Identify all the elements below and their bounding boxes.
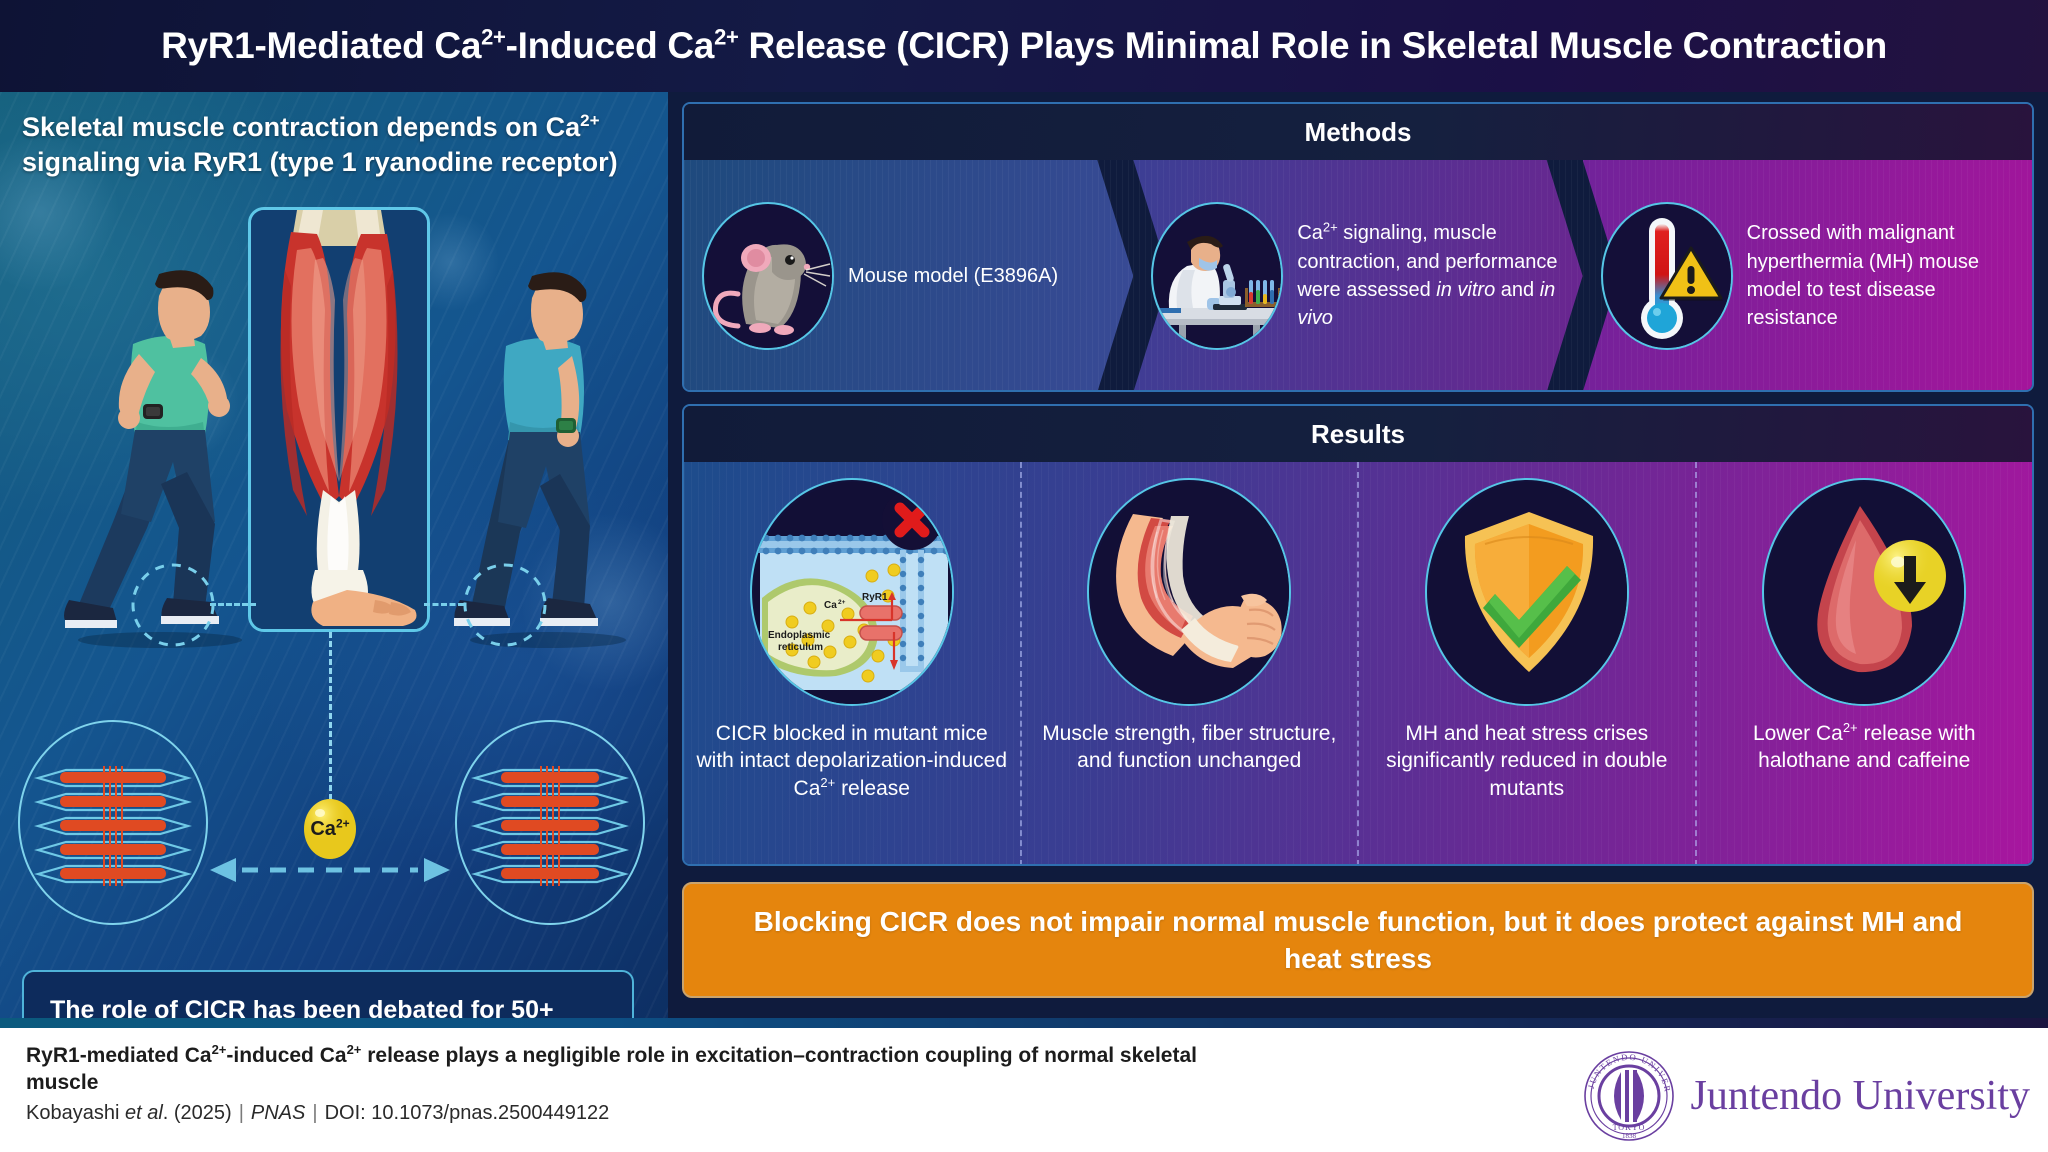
calf-muscle-anatomy-illustration [251,210,427,629]
footer: RyR1-mediated Ca2+-induced Ca2+ release … [0,1028,2048,1152]
page-title: RyR1-Mediated Ca2+-Induced Ca2+ Release … [161,24,1887,66]
results-grid: RyR1 Ca 2+ Endoplasmic reticulum [684,462,2033,864]
microscope-scientist-icon [1151,202,1284,350]
methods-section: Methods [682,102,2034,392]
result-item-cicr-blocked: RyR1 Ca 2+ Endoplasmic reticulum [684,462,1020,864]
knee-connector-right [424,603,464,606]
calf-muscle-card [248,207,430,632]
calcium-ion-label: Ca2+ [310,815,350,840]
paper-citation: Kobayashi et al. (2025)|PNAS|DOI: 10.107… [26,1101,610,1124]
svg-text:1838: 1838 [1622,1132,1637,1140]
endoplasmic-reticulum-blocked-icon: RyR1 Ca 2+ Endoplasmic reticulum [749,478,954,706]
results-header: Results [684,406,2032,462]
sarcomere-relaxed-diagram [455,720,645,925]
left-background-panel: Skeletal muscle contraction depends on C… [0,92,668,1018]
method-step-1-text: Mouse model (E3896A) [848,264,1059,287]
calcium-label: Ca [824,600,837,611]
method-step-mh-cross: Crossed with malignant hyperthermia (MH)… [1582,160,2032,390]
paper-title: RyR1-mediated Ca2+-induced Ca2+ release … [26,1042,1197,1095]
bidirectional-arrow [210,858,450,882]
method-step-2-text: Ca2+ signaling, muscle contraction, and … [1297,219,1558,330]
er-label-line2: reticulum [778,642,823,653]
juntendo-seal-icon: JUNTENDO UNIVERSITY TOKYO 1838 [1581,1048,1674,1141]
blood-drop-down-arrow-icon [1762,478,1967,706]
result-item-mh-reduced: MH and heat stress crises significantly … [1357,462,1695,864]
methods-header: Methods [684,104,2032,160]
footer-citation-block: RyR1-mediated Ca2+-induced Ca2+ release … [26,1042,1226,1125]
knee-connector-left [210,603,256,606]
flexed-arm-muscle-icon [1087,478,1292,706]
university-logo: JUNTENDO UNIVERSITY TOKYO 1838 Juntendo … [1581,1048,2030,1144]
knee-focus-circle-left [131,563,215,647]
ryr1-label: RyR1 [862,592,888,603]
left-panel-headline: Skeletal muscle contraction depends on C… [22,111,618,178]
methods-steps: Mouse model (E3896A) [684,160,2032,390]
svg-text:TOKYO: TOKYO [1612,1123,1645,1132]
infographic-stage: Skeletal muscle contraction depends on C… [0,92,2048,1018]
left-panel-note: The role of CICR has been debated for 50… [22,970,634,1018]
running-person-illustration [64,270,242,648]
result-item-lower-release: Lower Ca2+ release with halothane and ca… [1694,462,2033,864]
method-step-3-text: Crossed with malignant hyperthermia (MH)… [1746,222,1979,330]
svg-text:2+: 2+ [838,599,846,606]
right-content-area: Methods [668,92,2048,1018]
result-item-3-label: MH and heat stress crises significantly … [1386,722,1668,800]
result-item-2-label: Muscle strength, fiber structure, and fu… [1042,722,1337,773]
method-step-assays: Ca2+ signaling, muscle contraction, and … [1133,160,1583,390]
er-label-line1: Endoplasmic [768,630,831,641]
calcium-connector-line [329,632,332,800]
result-item-1-label: CICR blocked in mutant mice with intact … [696,722,1008,800]
calcium-ion-badge: Ca2+ [302,797,358,861]
conclusion-banner: Blocking CICR does not impair normal mus… [682,882,2034,998]
knee-focus-circle-right [463,563,547,647]
result-item-4-label: Lower Ca2+ release with halothane and ca… [1752,720,1976,773]
mouse-icon [702,202,834,350]
bokeh-decoration [520,512,668,692]
footer-accent-strip [0,1018,2048,1028]
method-step-mouse-model: Mouse model (E3896A) [684,160,1134,390]
sarcomere-contracted-diagram [18,720,208,925]
result-item-muscle-unchanged: Muscle strength, fiber structure, and fu… [1019,462,1358,864]
results-section: Results [682,404,2034,866]
page-title-bar: RyR1-Mediated Ca2+-Induced Ca2+ Release … [0,0,2048,92]
thermometer-warning-icon [1600,202,1733,350]
university-name: Juntendo University [1690,1073,2030,1119]
shield-check-icon [1424,478,1629,706]
